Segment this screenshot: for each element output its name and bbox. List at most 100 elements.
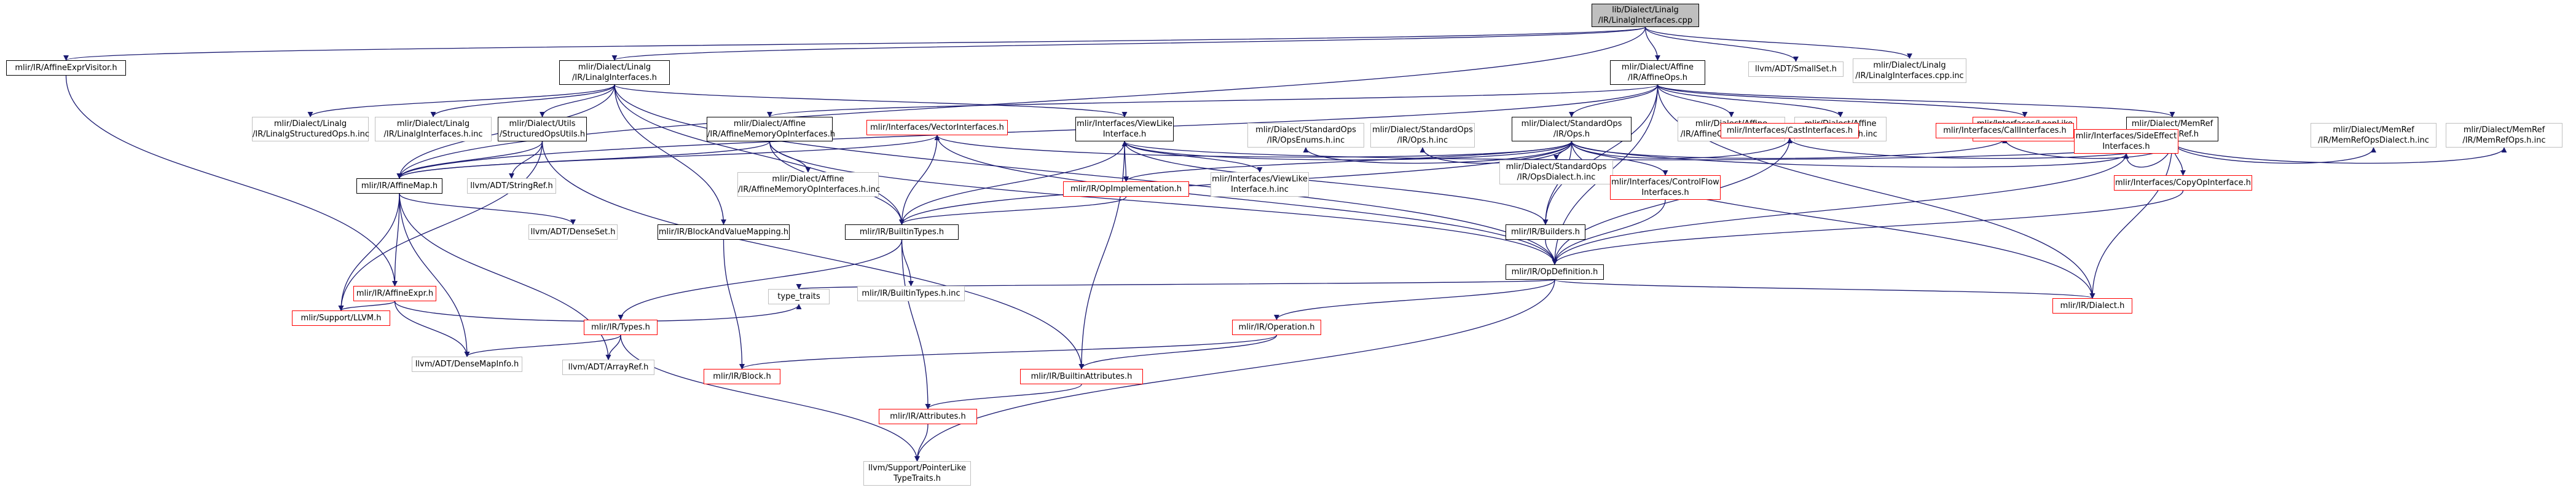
node-memrefops[interactable]: mlir/Dialect/MemRef/IR/MemRefOps.h.inc <box>2446 123 2562 148</box>
edge-opdef-operation <box>1274 279 1555 320</box>
node-affmeminc[interactable]: mlir/Dialect/Affine/IR/AffineMemoryOpInt… <box>737 172 880 197</box>
node-label-line1: mlir/Dialect/StandardOps <box>1521 119 1622 128</box>
node-builtintypes[interactable]: mlir/IR/BuiltinTypes.h <box>845 224 959 240</box>
node-label-line1: mlir/IR/AffineExprVisitor.h <box>15 63 117 73</box>
edge-viewlike-builtintypes <box>898 141 1125 225</box>
edge-affmem-opdef <box>769 141 1558 265</box>
node-label-line2: /IR/Ops.h <box>1553 130 1590 139</box>
edge-affmap-supllvm <box>338 193 400 311</box>
node-label-line1: mlir/IR/Attributes.h <box>890 412 966 421</box>
node-label-line1: mlir/IR/AffineExpr.h <box>356 289 434 298</box>
node-label-line1: mlir/Dialect/Affine <box>733 119 806 128</box>
node-callint[interactable]: mlir/Interfaces/CallInterfaces.h <box>1936 123 2074 138</box>
edge-root-affops <box>1644 26 1661 61</box>
edge-builtinattr-attrs <box>925 384 1082 409</box>
edge-opdef-dialect <box>1554 279 2095 299</box>
node-label-line1: mlir/Dialect/StandardOps <box>1255 125 1356 135</box>
node-label-line1: mlir/Dialect/MemRef <box>2131 119 2213 128</box>
node-label-line1: mlir/IR/Block.h <box>713 372 771 381</box>
node-label-line1: mlir/Dialect/Linalg <box>1873 61 1946 70</box>
node-builtinattr[interactable]: mlir/IR/BuiltinAttributes.h <box>1020 369 1143 384</box>
node-label-line1: mlir/IR/AffineMap.h <box>361 181 438 191</box>
edge-memref-dialect <box>2089 141 2173 299</box>
node-smallset[interactable]: llvm/ADT/SmallSet.h <box>1748 61 1844 77</box>
node-arrayref[interactable]: llvm/ADT/ArrayRef.h <box>562 360 654 375</box>
edge-affops-memref <box>1657 84 2175 117</box>
node-affmem[interactable]: mlir/Dialect/Affine/IR/AffineMemoryOpInt… <box>707 117 835 141</box>
edge-stdops-opimpl <box>1123 141 1573 182</box>
node-label-line1: mlir/Interfaces/ViewLike <box>1077 119 1172 128</box>
node-attrs[interactable]: mlir/IR/Attributes.h <box>879 409 977 424</box>
node-linhinc[interactable]: mlir/Dialect/Linalg/IR/LinalgInterfaces.… <box>375 117 492 141</box>
node-opdef[interactable]: mlir/IR/OpDefinition.h <box>1506 264 1604 280</box>
node-blockval[interactable]: mlir/IR/BlockAndValueMapping.h <box>658 224 790 240</box>
edge-attrs-ptrlike <box>914 424 929 462</box>
node-stddialinc[interactable]: mlir/Dialect/StandardOps/IR/OpsDialect.h… <box>1499 160 1613 184</box>
edge-root-smallset <box>1644 26 1799 62</box>
edge-affmap-affexpr <box>391 193 400 286</box>
node-densemapinfo[interactable]: llvm/ADT/DenseMapInfo.h <box>412 357 522 372</box>
edge-affops-stdops <box>1568 84 1659 117</box>
edge-affmap-densemapinfo <box>399 193 470 357</box>
node-label-line1: mlir/Support/LLVM.h <box>300 314 382 323</box>
node-lincppinc[interactable]: mlir/Dialect/Linalg/IR/LinalgInterfaces.… <box>1853 58 1966 83</box>
node-label-line2: Interface.h <box>1102 130 1147 139</box>
node-affexpr[interactable]: mlir/IR/AffineExpr.h <box>353 286 436 301</box>
node-label-line2: /IR/MemRefOpsDialect.h.inc <box>2318 136 2429 145</box>
node-vecint[interactable]: mlir/Interfaces/VectorInterfaces.h <box>866 120 1008 135</box>
node-memrefdial[interactable]: mlir/Dialect/MemRef/IR/MemRefOpsDialect.… <box>2311 123 2437 148</box>
edge-linint-linsops <box>307 84 615 117</box>
node-block[interactable]: mlir/IR/Block.h <box>704 369 780 384</box>
node-affops[interactable]: mlir/Dialect/Affine/IR/AffineOps.h <box>1610 60 1705 85</box>
node-aevis[interactable]: mlir/IR/AffineExprVisitor.h <box>6 60 126 76</box>
node-dialect[interactable]: mlir/IR/Dialect.h <box>2052 298 2132 314</box>
edge-castint-opdef <box>1552 138 1791 265</box>
node-densesetn[interactable]: llvm/ADT/DenseSet.h <box>528 224 618 240</box>
edge-affops-affopsinc <box>1657 84 1844 117</box>
node-castint[interactable]: mlir/Interfaces/CastInterfaces.h <box>1721 123 1859 138</box>
edge-types-arrayref <box>605 334 621 360</box>
node-label-line1: mlir/IR/BlockAndValueMapping.h <box>658 227 789 237</box>
edge-affmap-arrayref <box>399 193 611 360</box>
node-affmap[interactable]: mlir/IR/AffineMap.h <box>356 178 442 194</box>
node-label-line1: mlir/IR/Operation.h <box>1238 323 1315 332</box>
edge-sutils-builtinattr <box>541 141 1085 369</box>
node-stdops[interactable]: mlir/Dialect/StandardOps/IR/Ops.h <box>1512 117 1632 141</box>
edge-opdef-ptrlike <box>914 279 1555 462</box>
node-sutils[interactable]: mlir/Dialect/Utils/StructuredOpsUtils.h <box>498 117 587 141</box>
node-types[interactable]: mlir/IR/Types.h <box>584 320 658 335</box>
node-linint[interactable]: mlir/Dialect/Linalg/IR/LinalgInterfaces.… <box>559 60 670 85</box>
node-opimpl[interactable]: mlir/IR/OpImplementation.h <box>1063 181 1189 197</box>
edge-linint-linhinc <box>430 84 615 117</box>
node-root: lib/Dialect/Linalg/IR/LinalgInterfaces.c… <box>1592 4 1699 27</box>
node-builders[interactable]: mlir/IR/Builders.h <box>1506 224 1585 240</box>
node-copyop[interactable]: mlir/Interfaces/CopyOpInterface.h <box>2114 175 2252 191</box>
node-linsops[interactable]: mlir/Dialect/Linalg/IR/LinalgStructuredO… <box>252 117 369 141</box>
node-typetraits[interactable]: type_traits <box>768 289 830 304</box>
node-stdopsinc[interactable]: mlir/Dialect/StandardOps/IR/Ops.h.inc <box>1370 123 1475 148</box>
edge-sutils-supllvm <box>338 141 543 311</box>
node-label-line1: mlir/IR/OpDefinition.h <box>1511 267 1598 277</box>
node-stdenums[interactable]: mlir/Dialect/StandardOps/IR/OpsEnums.h.i… <box>1247 123 1364 148</box>
node-builtintinc[interactable]: mlir/IR/BuiltinTypes.h.inc <box>857 286 965 301</box>
node-label-line1: mlir/IR/Types.h <box>591 323 650 332</box>
edge-linint-viewlike <box>614 84 1128 117</box>
edge-root-aevis <box>63 26 1646 61</box>
edge-opdef-typetraits <box>796 279 1555 290</box>
node-stringref[interactable]: llvm/ADT/StringRef.h <box>467 178 556 194</box>
node-supllvm[interactable]: mlir/Support/LLVM.h <box>292 310 390 326</box>
node-operation[interactable]: mlir/IR/Operation.h <box>1232 320 1321 335</box>
node-label-line1: mlir/Dialect/Utils <box>509 119 576 128</box>
node-label-line1: mlir/IR/OpImplementation.h <box>1070 184 1182 194</box>
edges <box>63 26 2507 462</box>
edge-stdops-sideeff <box>1571 141 2129 168</box>
edge-builtintypes-attrs <box>901 239 931 409</box>
edge-operation-builtinattr <box>1078 334 1278 369</box>
node-label-line1: mlir/Dialect/Linalg <box>396 119 470 128</box>
edge-linint-sutils <box>539 84 615 117</box>
